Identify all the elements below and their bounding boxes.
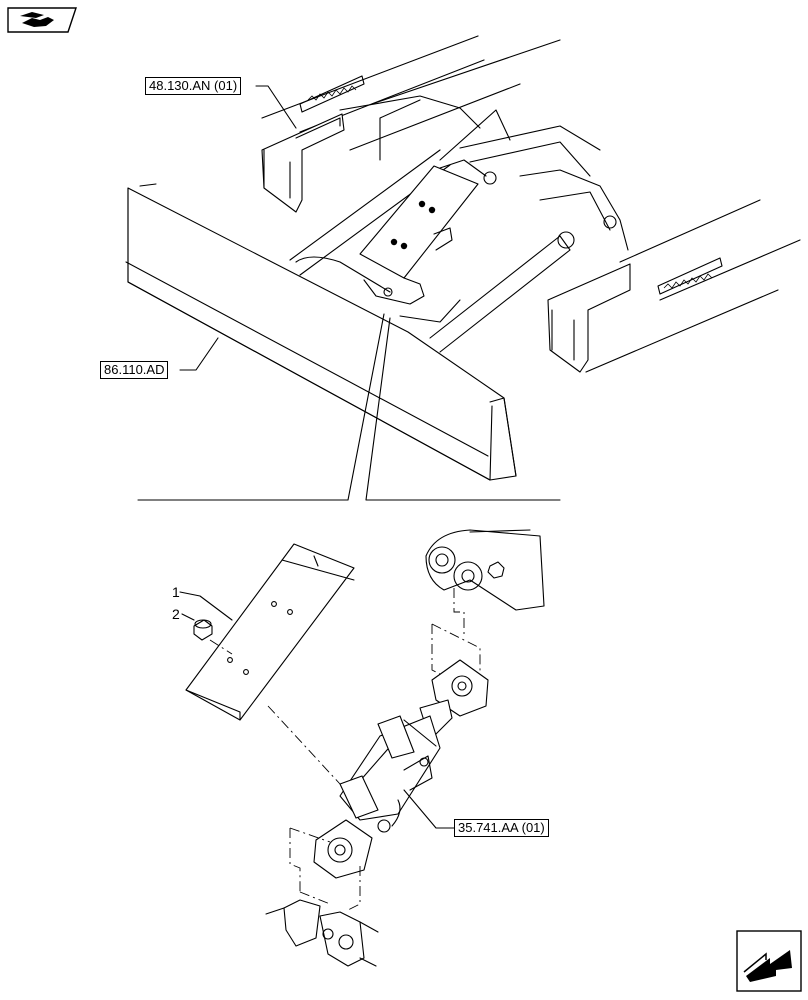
ref-label-35-741-aa[interactable]: 35.741.AA (01) <box>454 819 549 837</box>
ref-label-86-110-ad[interactable]: 86.110.AD <box>100 361 169 379</box>
callout-item-2: 2 <box>172 606 180 622</box>
callout-item-1: 1 <box>172 584 180 600</box>
next-page-arrow-icon[interactable] <box>736 930 802 992</box>
ref-label-48-130-an[interactable]: 48.130.AN (01) <box>145 77 242 95</box>
book-hand-icon[interactable] <box>6 6 78 34</box>
